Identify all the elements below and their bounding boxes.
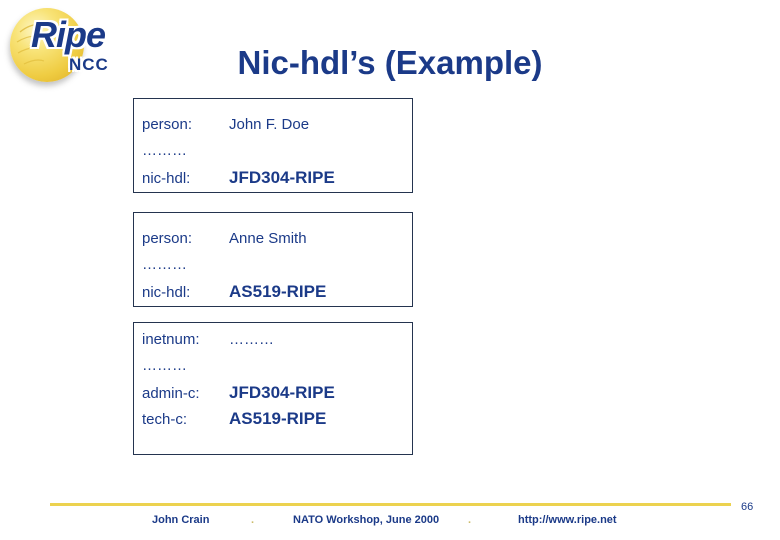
record-row: nic-hdl: AS519-RIPE <box>142 282 404 308</box>
record-box-content: person: Anne Smith ……… nic-hdl: AS519-RIPE <box>134 213 412 308</box>
footer-separator: . <box>468 514 472 526</box>
field-label: inetnum: <box>142 331 200 348</box>
field-label: tech-c: <box>142 411 188 428</box>
ripe-ncc-logo: Ripe NCC <box>9 6 129 96</box>
logo-ball-icon <box>10 8 84 82</box>
record-row: person: Anne Smith <box>142 230 404 256</box>
field-value: Anne Smith <box>229 230 307 247</box>
admin-c-value: JFD304-RIPE <box>229 383 335 402</box>
record-row: tech-c: AS519-RIPE <box>142 409 404 435</box>
logo-ripe-text: Ripe <box>31 14 106 55</box>
record-row: ……… <box>142 256 404 282</box>
record-row: ……… <box>142 357 404 383</box>
field-value: John F. Doe <box>229 116 310 133</box>
record-row: admin-c: JFD304-RIPE <box>142 383 404 409</box>
logo-ncc-text: NCC <box>69 55 109 74</box>
tech-c-value: AS519-RIPE <box>229 409 327 428</box>
footer-divider <box>50 503 731 506</box>
record-box-content: person: John F. Doe ……… nic-hdl: JFD304-RI… <box>134 99 412 194</box>
nic-hdl-value: AS519-RIPE <box>229 282 327 301</box>
field-label: admin-c: <box>142 385 200 402</box>
field-label: nic-hdl: <box>142 284 191 301</box>
record-row: nic-hdl: JFD304-RIPE <box>142 168 404 194</box>
footer-separator: . <box>251 514 255 526</box>
field-label: ……… <box>142 357 187 374</box>
field-label: ……… <box>142 256 187 273</box>
field-label: ……… <box>142 142 187 159</box>
field-label: nic-hdl: <box>142 170 191 187</box>
record-box-inetnum: inetnum: ……… ……… admin-c: JFD304-RIPE tech… <box>133 322 413 455</box>
record-box-content: inetnum: ……… ……… admin-c: JFD304-RIPE tech… <box>134 323 412 435</box>
record-row: ……… <box>142 142 404 168</box>
field-label: person: <box>142 116 193 133</box>
field-value: ……… <box>229 331 274 348</box>
footer-event: NATO Workshop, June 2000 <box>293 514 440 526</box>
footer-url: http://www.ripe.net <box>518 514 617 526</box>
slide-title: Nic-hdl’s (Example) <box>237 44 543 81</box>
nic-hdl-value: JFD304-RIPE <box>229 168 335 187</box>
footer-author: John Crain <box>152 514 210 526</box>
logo-ball-texture <box>16 23 47 65</box>
field-label: person: <box>142 230 193 247</box>
page-number: 66 <box>741 501 754 513</box>
record-row: person: John F. Doe <box>142 116 404 142</box>
record-box-person-2: person: Anne Smith ……… nic-hdl: AS519-RIPE <box>133 212 413 307</box>
record-row: inetnum: ……… <box>142 331 404 357</box>
record-box-person-1: person: John F. Doe ……… nic-hdl: JFD304-RI… <box>133 98 413 193</box>
